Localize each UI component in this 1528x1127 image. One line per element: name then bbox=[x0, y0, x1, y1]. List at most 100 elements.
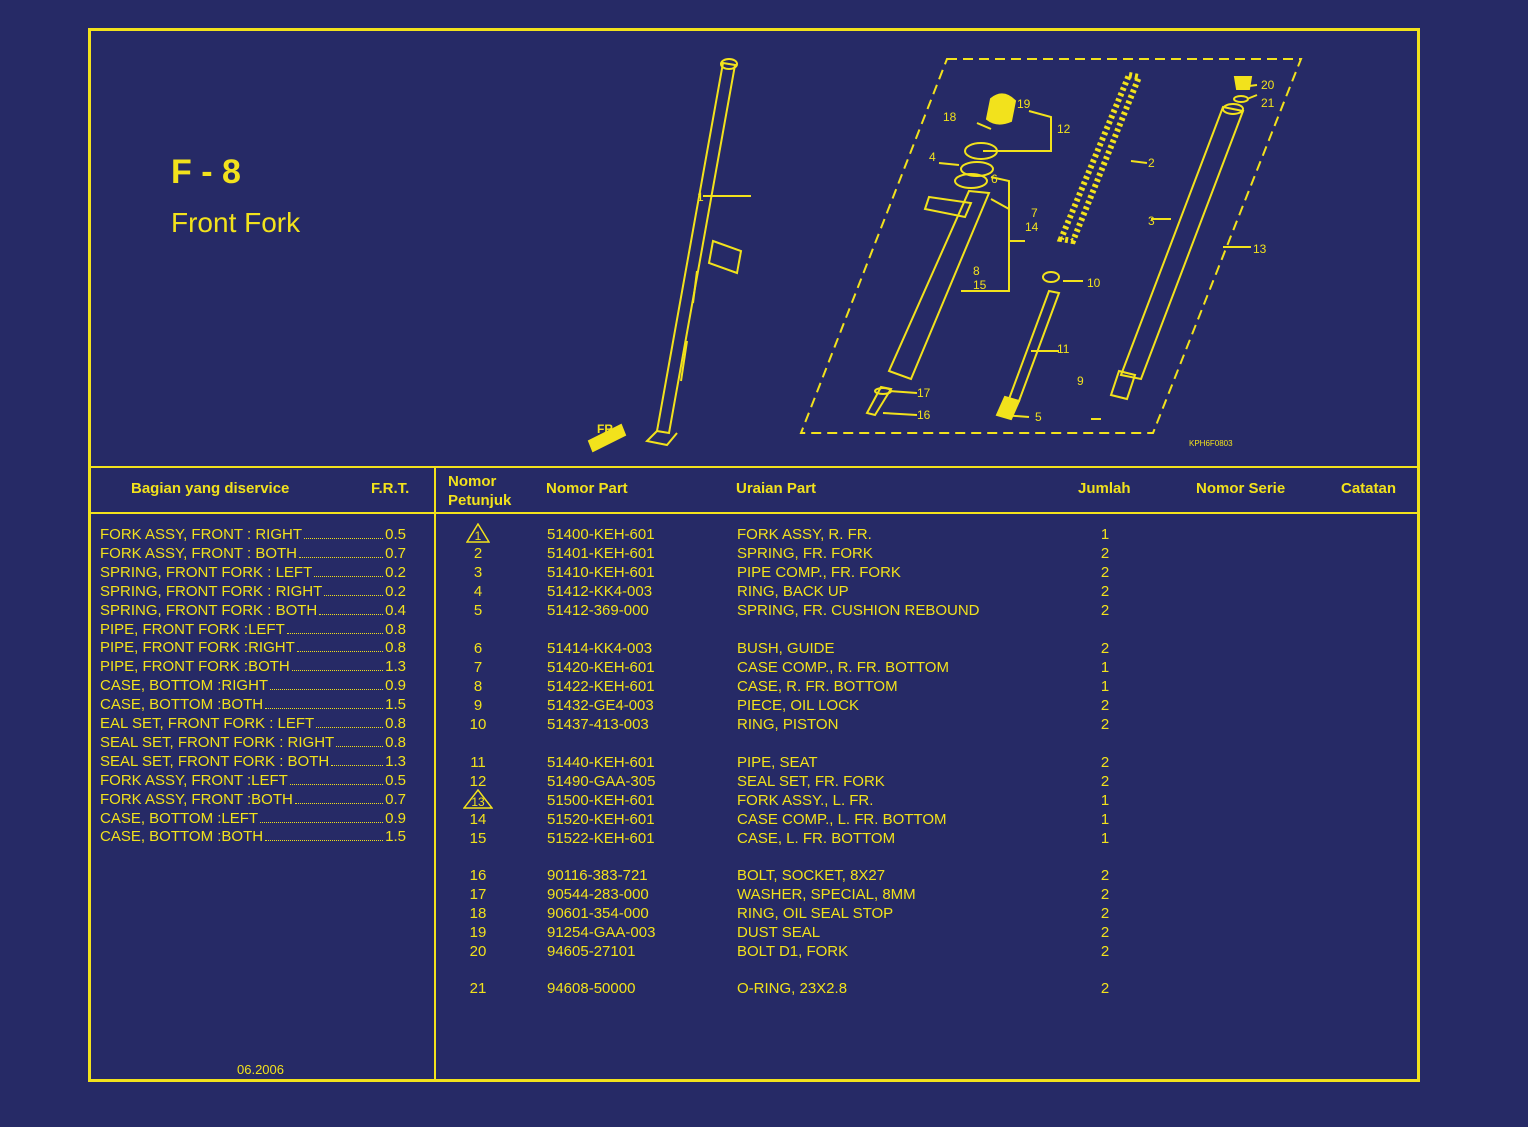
exploded-diagram: 1 2 3 4 5 6 7 8 9 10 11 12 13 14 15 16 1… bbox=[587, 58, 1303, 453]
part-number: 51420-KEH-601 bbox=[547, 658, 655, 676]
part-quantity: 1 bbox=[1100, 658, 1110, 676]
divider-vertical bbox=[434, 467, 436, 1079]
service-frt: 0.4 bbox=[385, 601, 406, 619]
leader-dots bbox=[299, 556, 384, 558]
service-label: FORK ASSY, FRONT : BOTH bbox=[100, 544, 297, 562]
svg-text:6: 6 bbox=[991, 172, 998, 186]
svg-text:10: 10 bbox=[1087, 276, 1101, 290]
service-label: SEAL SET, FRONT FORK : BOTH bbox=[100, 752, 330, 770]
part-quantity: 2 bbox=[1100, 563, 1110, 581]
part-quantity: 2 bbox=[1100, 772, 1110, 790]
part-ref-number: 10 bbox=[469, 715, 487, 733]
part-number: 51412-369-000 bbox=[547, 601, 649, 619]
part-description: O-RING, 23X2.8 bbox=[737, 980, 848, 997]
service-frt: 0.2 bbox=[385, 563, 406, 581]
service-label: CASE, BOTTOM :BOTH bbox=[100, 828, 264, 846]
leader-dots bbox=[265, 840, 384, 842]
part-ref-number: 13 bbox=[456, 788, 500, 809]
service-label: PIPE, FRONT FORK :BOTH bbox=[100, 658, 290, 676]
header-quantity: Jumlah bbox=[1078, 480, 1131, 497]
part-description: FORK ASSY., L. FR. bbox=[737, 791, 874, 809]
leader-dots bbox=[291, 670, 384, 672]
part-description: BOLT, SOCKET, 8X27 bbox=[737, 867, 886, 884]
service-label: CASE, BOTTOM :RIGHT bbox=[100, 677, 269, 695]
part-quantity: 1 bbox=[1100, 791, 1110, 809]
part-ref-number: 20 bbox=[469, 942, 487, 960]
part-description: SPRING, FR. FORK bbox=[737, 544, 873, 562]
svg-text:21: 21 bbox=[1261, 96, 1275, 110]
svg-text:8: 8 bbox=[973, 264, 980, 278]
service-frt: 0.2 bbox=[385, 582, 406, 600]
part-ref-number: 18 bbox=[469, 904, 487, 922]
leader-dots bbox=[286, 632, 384, 634]
leader-dots bbox=[296, 651, 384, 653]
header-notes: Catatan bbox=[1341, 480, 1397, 497]
leader-dots bbox=[336, 745, 384, 747]
service-frt: 0.7 bbox=[385, 544, 406, 562]
page-code: F - 8 bbox=[171, 153, 241, 191]
part-description: BOLT D1, FORK bbox=[737, 942, 849, 960]
svg-text:3: 3 bbox=[1148, 214, 1155, 228]
service-frt: 0.5 bbox=[385, 771, 406, 789]
part-description: CASE COMP., L. FR. BOTTOM bbox=[737, 810, 947, 828]
part-ref-number: 1 bbox=[456, 523, 500, 543]
service-label: SPRING, FRONT FORK : LEFT bbox=[100, 563, 313, 581]
leader-dots bbox=[319, 613, 384, 615]
part-quantity: 1 bbox=[1100, 829, 1110, 847]
part-description: RING, OIL SEAL STOP bbox=[737, 904, 894, 922]
part-quantity: 2 bbox=[1100, 867, 1110, 884]
part-number: 51500-KEH-601 bbox=[547, 791, 655, 809]
part-number: 51400-KEH-601 bbox=[547, 526, 655, 543]
part-number: 90544-283-000 bbox=[547, 885, 649, 903]
svg-text:2: 2 bbox=[1148, 156, 1155, 170]
service-frt: 0.5 bbox=[385, 526, 406, 543]
header-service-part: Bagian yang diservice bbox=[131, 480, 290, 497]
service-row: SPRING, FRONT FORK : BOTH 0.4 bbox=[100, 602, 406, 619]
part-number: 91254-GAA-003 bbox=[547, 923, 656, 941]
service-label: PIPE, FRONT FORK :RIGHT bbox=[100, 639, 295, 657]
leader-dots bbox=[265, 708, 384, 710]
svg-text:15: 15 bbox=[973, 278, 987, 292]
service-label: FORK ASSY, FRONT :BOTH bbox=[100, 790, 293, 808]
service-label: SEAL SET, FRONT FORK : RIGHT bbox=[100, 733, 335, 751]
part-quantity: 2 bbox=[1100, 904, 1110, 922]
part-quantity: 2 bbox=[1100, 980, 1110, 997]
service-label: PIPE, FRONT FORK :LEFT bbox=[100, 620, 285, 638]
part-quantity: 2 bbox=[1100, 923, 1110, 941]
service-frt: 1.3 bbox=[385, 658, 406, 676]
service-row: SPRING, FRONT FORK : LEFT 0.2 bbox=[100, 564, 406, 581]
part-ref-number: 17 bbox=[469, 885, 487, 903]
svg-text:11: 11 bbox=[1057, 342, 1070, 356]
divider-header bbox=[91, 512, 1417, 514]
svg-text:4: 4 bbox=[929, 150, 936, 164]
leader-dots bbox=[289, 783, 384, 785]
svg-text:17: 17 bbox=[917, 386, 931, 400]
part-description: WASHER, SPECIAL, 8MM bbox=[737, 885, 916, 903]
part-description: SEAL SET, FR. FORK bbox=[737, 772, 885, 790]
part-ref-number: 9 bbox=[473, 696, 483, 714]
svg-text:13: 13 bbox=[471, 795, 485, 809]
service-frt: 1.5 bbox=[385, 696, 406, 714]
part-number: 51414-KK4-003 bbox=[547, 640, 653, 657]
part-ref-number: 15 bbox=[469, 829, 487, 847]
part-ref-number: 12 bbox=[469, 772, 487, 790]
service-label: SPRING, FRONT FORK : BOTH bbox=[100, 601, 318, 619]
svg-text:1: 1 bbox=[697, 190, 704, 204]
part-ref-number: 4 bbox=[473, 582, 483, 600]
header-serial: Nomor Serie bbox=[1196, 480, 1286, 497]
leader-dots bbox=[294, 802, 384, 804]
part-quantity: 2 bbox=[1100, 885, 1110, 903]
part-number: 90601-354-000 bbox=[547, 904, 649, 922]
divider-horizontal bbox=[91, 466, 1417, 468]
svg-text:9: 9 bbox=[1077, 374, 1084, 388]
svg-text:19: 19 bbox=[1017, 97, 1031, 111]
part-ref-number: 21 bbox=[469, 980, 487, 997]
leader-dots bbox=[316, 727, 384, 728]
part-description: CASE COMP., R. FR. BOTTOM bbox=[737, 658, 949, 676]
part-description: PIPE, SEAT bbox=[737, 754, 818, 771]
part-description: CASE, L. FR. BOTTOM bbox=[737, 829, 896, 847]
